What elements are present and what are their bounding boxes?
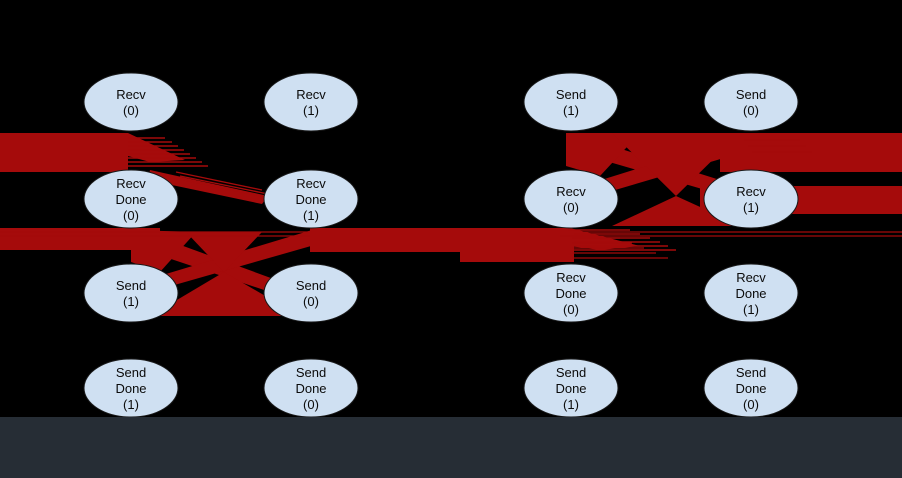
edge-layer [0, 133, 902, 316]
node-recv-1[interactable]: Recv(1) [263, 72, 359, 132]
node-label-line: (1) [123, 294, 139, 309]
node-label-line: Send [116, 365, 146, 380]
node-recv-0[interactable]: Recv(0) [83, 72, 179, 132]
node-label-line: Done [115, 381, 146, 396]
node-label-line: Recv [116, 176, 146, 191]
node-send-1[interactable]: Send(1) [83, 263, 179, 323]
bottom-status-bar [0, 417, 902, 478]
node-label-line: Send [296, 365, 326, 380]
node-ellipse[interactable] [703, 263, 799, 323]
node-label-line: Send [736, 87, 766, 102]
node-label-line: Recv [556, 270, 586, 285]
node-label-line: Recv [556, 184, 586, 199]
node-send-0[interactable]: Send(0) [263, 263, 359, 323]
node-recv-0-mid[interactable]: Recv(0) [523, 169, 619, 229]
node-label-line: (1) [303, 103, 319, 118]
node-label-line: (1) [303, 208, 319, 223]
node-label-line: (1) [743, 200, 759, 215]
edge-wrap-left-top [0, 133, 128, 172]
node-label-line: Done [115, 192, 146, 207]
node-ellipse[interactable] [83, 169, 179, 229]
node-label-line: Send [296, 278, 326, 293]
edge-band-to-recvdone0 [460, 232, 574, 262]
node-label-line: (0) [303, 294, 319, 309]
node-send-1-top[interactable]: Send(1) [523, 72, 619, 132]
node-send-0-top[interactable]: Send(0) [703, 72, 799, 132]
node-label-line: (0) [563, 302, 579, 317]
edge-center-bowtie-lower [150, 272, 300, 316]
node-label-line: Recv [296, 87, 326, 102]
node-ellipse[interactable] [83, 263, 179, 323]
node-label-line: Done [295, 192, 326, 207]
node-ellipse[interactable] [263, 263, 359, 323]
node-label-line: (1) [123, 397, 139, 412]
node-label-line: Recv [296, 176, 326, 191]
node-ellipse[interactable] [523, 169, 619, 229]
node-label-line: Send [116, 278, 146, 293]
node-label-line: Recv [116, 87, 146, 102]
node-label-line: Done [735, 381, 766, 396]
node-ellipse[interactable] [703, 169, 799, 229]
edge-wrap-left-top-hatch [128, 137, 208, 167]
node-label-line: (0) [123, 208, 139, 223]
edge-band-right-hatch [744, 139, 812, 153]
node-label-line: (1) [563, 397, 579, 412]
node-label-line: (1) [743, 302, 759, 317]
node-label-line: (0) [123, 103, 139, 118]
node-label-line: (1) [563, 103, 579, 118]
node-label-line: Send [736, 365, 766, 380]
edge-band-to-recvdone0-hatch [560, 235, 902, 259]
node-ellipse[interactable] [523, 72, 619, 132]
node-recv-1-mid[interactable]: Recv(1) [703, 169, 799, 229]
edge-band-left-low [0, 228, 160, 250]
node-label-line: (0) [743, 103, 759, 118]
node-ellipse[interactable] [263, 169, 359, 229]
node-label-line: (0) [563, 200, 579, 215]
edge-recv0-to-recvdone1 [148, 170, 268, 204]
edge-right-wedge-left [566, 133, 640, 176]
node-label-line: (0) [303, 397, 319, 412]
edge-right-wedge-lower [612, 196, 742, 226]
node-label-line: Done [295, 381, 326, 396]
edge-recv0-to-recvdone1-hatch [175, 171, 273, 199]
node-ellipse[interactable] [83, 72, 179, 132]
node-label-line: Send [556, 87, 586, 102]
node-ellipse[interactable] [703, 72, 799, 132]
node-label-line: Done [555, 381, 586, 396]
node-label-line: Recv [736, 184, 766, 199]
node-label-line: Recv [736, 270, 766, 285]
node-label-line: Done [555, 286, 586, 301]
node-layer: Recv(0)Recv(1)Send(1)Send(0)RecvDone(0)R… [83, 72, 799, 418]
node-label-line: Send [556, 365, 586, 380]
edge-right-wedge-upper [612, 133, 740, 196]
node-label-line: (0) [743, 397, 759, 412]
node-ellipse[interactable] [263, 72, 359, 132]
edge-center-bowtie-upper [186, 232, 262, 272]
node-ellipse[interactable] [523, 263, 619, 323]
node-label-line: Done [735, 286, 766, 301]
